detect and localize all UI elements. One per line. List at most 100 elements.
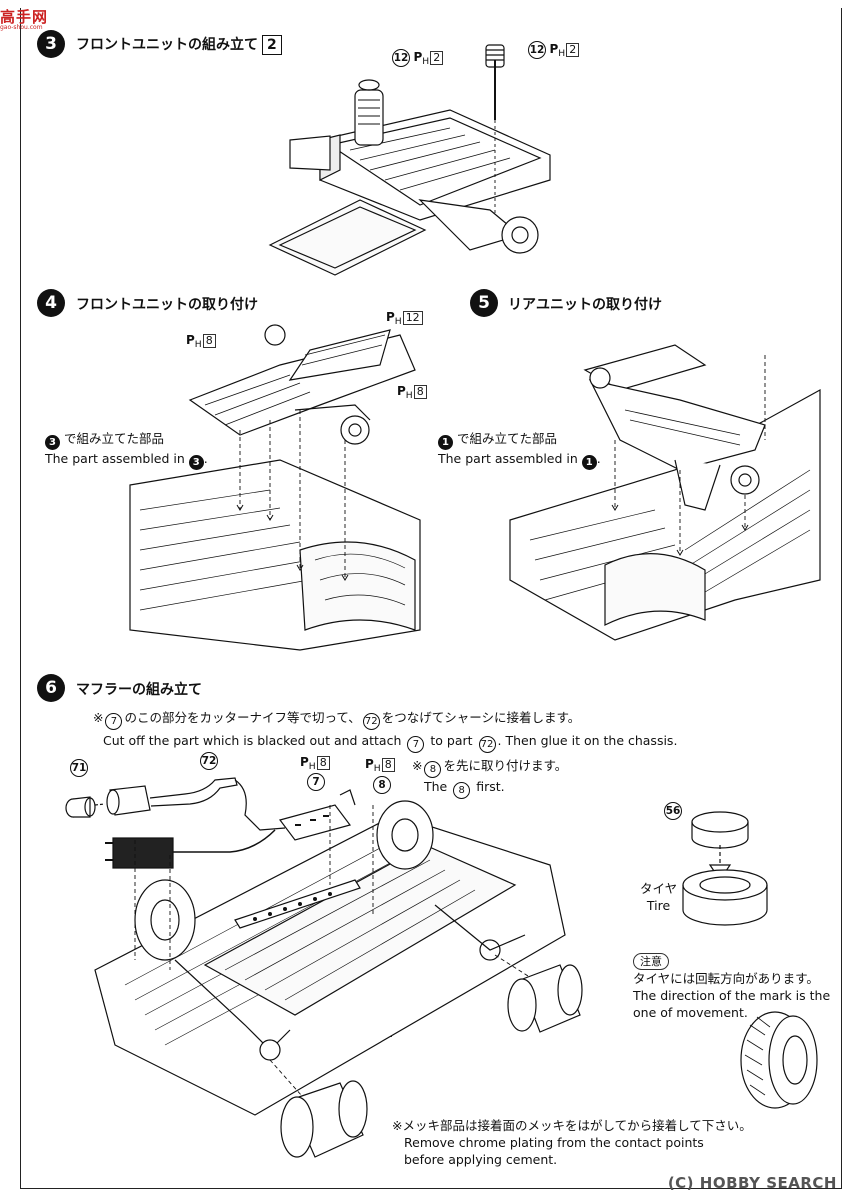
- step4-note: 3 で組み立てた部品 The part assembled in 3.: [45, 430, 208, 470]
- watermark-copyright: (C): [667, 1174, 695, 1192]
- muffler-parts-illustration: [65, 777, 356, 869]
- note-jp-text: で組み立てた部品: [63, 431, 164, 446]
- part-8-label: 8: [373, 776, 391, 794]
- chrome-note: ※メッキ部品は接着面のメッキをはがしてから接着して下さい。 Remove chr…: [392, 1117, 752, 1168]
- ph-label: P: [300, 755, 309, 769]
- ph-page: 8: [316, 756, 330, 770]
- ph-page: 2: [430, 51, 444, 65]
- note-text: を先に取り付けます。: [443, 758, 568, 773]
- note-text: のこの部分をカッターナイフ等で切って、: [124, 710, 361, 725]
- step-ref-badge: 3: [45, 435, 60, 450]
- note-text: first.: [476, 779, 505, 794]
- ph-sub: H: [405, 390, 413, 402]
- rear-unit-install-illustration: [509, 344, 821, 641]
- step4-note-en: The part assembled in 3.: [45, 450, 208, 470]
- ph-page: 2: [566, 43, 580, 57]
- ph-label: P: [365, 757, 374, 771]
- part-8-label: 8: [424, 761, 442, 778]
- step-ref-badge: 1: [438, 435, 453, 450]
- step-4-badge: 4: [37, 289, 65, 317]
- chrome-note-jp: ※メッキ部品は接着面のメッキをはがしてから接着して下さい。: [392, 1118, 752, 1133]
- site-logo: 高手网: [0, 8, 49, 26]
- ph-sub: H: [373, 763, 381, 775]
- step-5-badge: 5: [470, 289, 498, 317]
- page-frame: [20, 8, 842, 1189]
- note-mark: ※: [412, 758, 423, 773]
- notice-badge: 注意: [633, 953, 669, 970]
- ph-label: P: [549, 42, 559, 56]
- ph-page: 12: [402, 311, 423, 325]
- note-en-end: .: [596, 451, 601, 466]
- tire-direction-notice: 注意 タイヤには回転方向があります。 The direction of the …: [633, 952, 830, 1021]
- ph-sub: H: [194, 339, 202, 351]
- part-71-label: 71: [70, 759, 88, 777]
- hobby-search-watermark: (C) HOBBY SEARCH: [668, 1174, 837, 1192]
- step-3-badge: 3: [37, 30, 65, 58]
- note-text: The: [424, 779, 448, 794]
- step-3-title-text: フロントユニットの組み立て: [76, 37, 258, 53]
- step-3-page-box: 2: [262, 35, 282, 55]
- ph-label: P: [386, 310, 395, 324]
- rear-wheel-illustration: [280, 1080, 368, 1158]
- note-jp-text: で組み立てた部品: [456, 431, 557, 446]
- front-unit-install-illustration: [129, 324, 421, 651]
- front-unit-assembly-illustration: [268, 44, 551, 276]
- part-72-label: 72: [200, 752, 218, 770]
- chrome-note-en2: before applying cement.: [404, 1152, 558, 1167]
- step-ref-badge: 3: [188, 455, 204, 470]
- note-en-text: The part assembled in: [438, 451, 578, 466]
- step4-note-jp: 3 で組み立てた部品: [45, 430, 208, 450]
- part-8-callout: 8: [373, 776, 391, 794]
- note-en-end: .: [203, 451, 208, 466]
- step5-note-jp: 1 で組み立てた部品: [438, 430, 601, 450]
- note-text: . Then glue it on the chassis.: [497, 733, 678, 748]
- part-72-label: 72: [362, 713, 380, 730]
- step-ref-badge: 1: [581, 455, 597, 470]
- part-71-callout: 71: [70, 759, 88, 777]
- part-12-label: 12: [392, 49, 410, 67]
- tire-tread-direction-illustration: [740, 1011, 818, 1109]
- site-logo-url: gao-shou.com: [0, 24, 43, 31]
- ph-sub: H: [558, 48, 566, 60]
- step6-note1-en: Cut off the part which is blacked out an…: [103, 732, 677, 753]
- ph-page: 8: [202, 334, 216, 348]
- part-7-label: 7: [407, 736, 425, 753]
- ph-page: 8: [381, 758, 395, 772]
- note-text: to part: [430, 733, 473, 748]
- part-7-callout: 7: [307, 773, 325, 791]
- note-mark: ※: [93, 710, 104, 725]
- note-text: Cut off the part which is blacked out an…: [103, 733, 402, 748]
- tire-label-en: Tire: [646, 898, 671, 913]
- tire-label-jp: タイヤ: [640, 881, 678, 896]
- note-en-text: The part assembled in: [45, 451, 185, 466]
- part-8-label: 8: [453, 782, 471, 799]
- note-text: をつなげてシャーシに接着します。: [381, 710, 581, 725]
- step5-note: 1 で組み立てた部品 The part assembled in 1.: [438, 430, 601, 470]
- chassis-bottom-illustration: [94, 800, 566, 1116]
- notice-jp: タイヤには回転方向があります。: [633, 971, 819, 986]
- step-5-title: リアユニットの取り付け: [508, 297, 662, 313]
- ph-sub: H: [422, 56, 430, 68]
- step-6-badge: 6: [37, 674, 65, 702]
- step-4-title: フロントユニットの取り付け: [76, 297, 258, 313]
- ph-label: P: [397, 384, 406, 398]
- part-12-label: 12: [528, 41, 546, 59]
- part-56-callout: 56: [664, 802, 682, 820]
- watermark-text: HOBBY SEARCH: [699, 1174, 837, 1192]
- ph-sub: H: [394, 316, 402, 328]
- step6-note2-en: The 8 first.: [424, 778, 567, 799]
- part-56-label: 56: [664, 802, 682, 820]
- ph-page: 8: [413, 385, 427, 399]
- part-72-label: 72: [478, 736, 496, 753]
- ph-label: P: [186, 333, 195, 347]
